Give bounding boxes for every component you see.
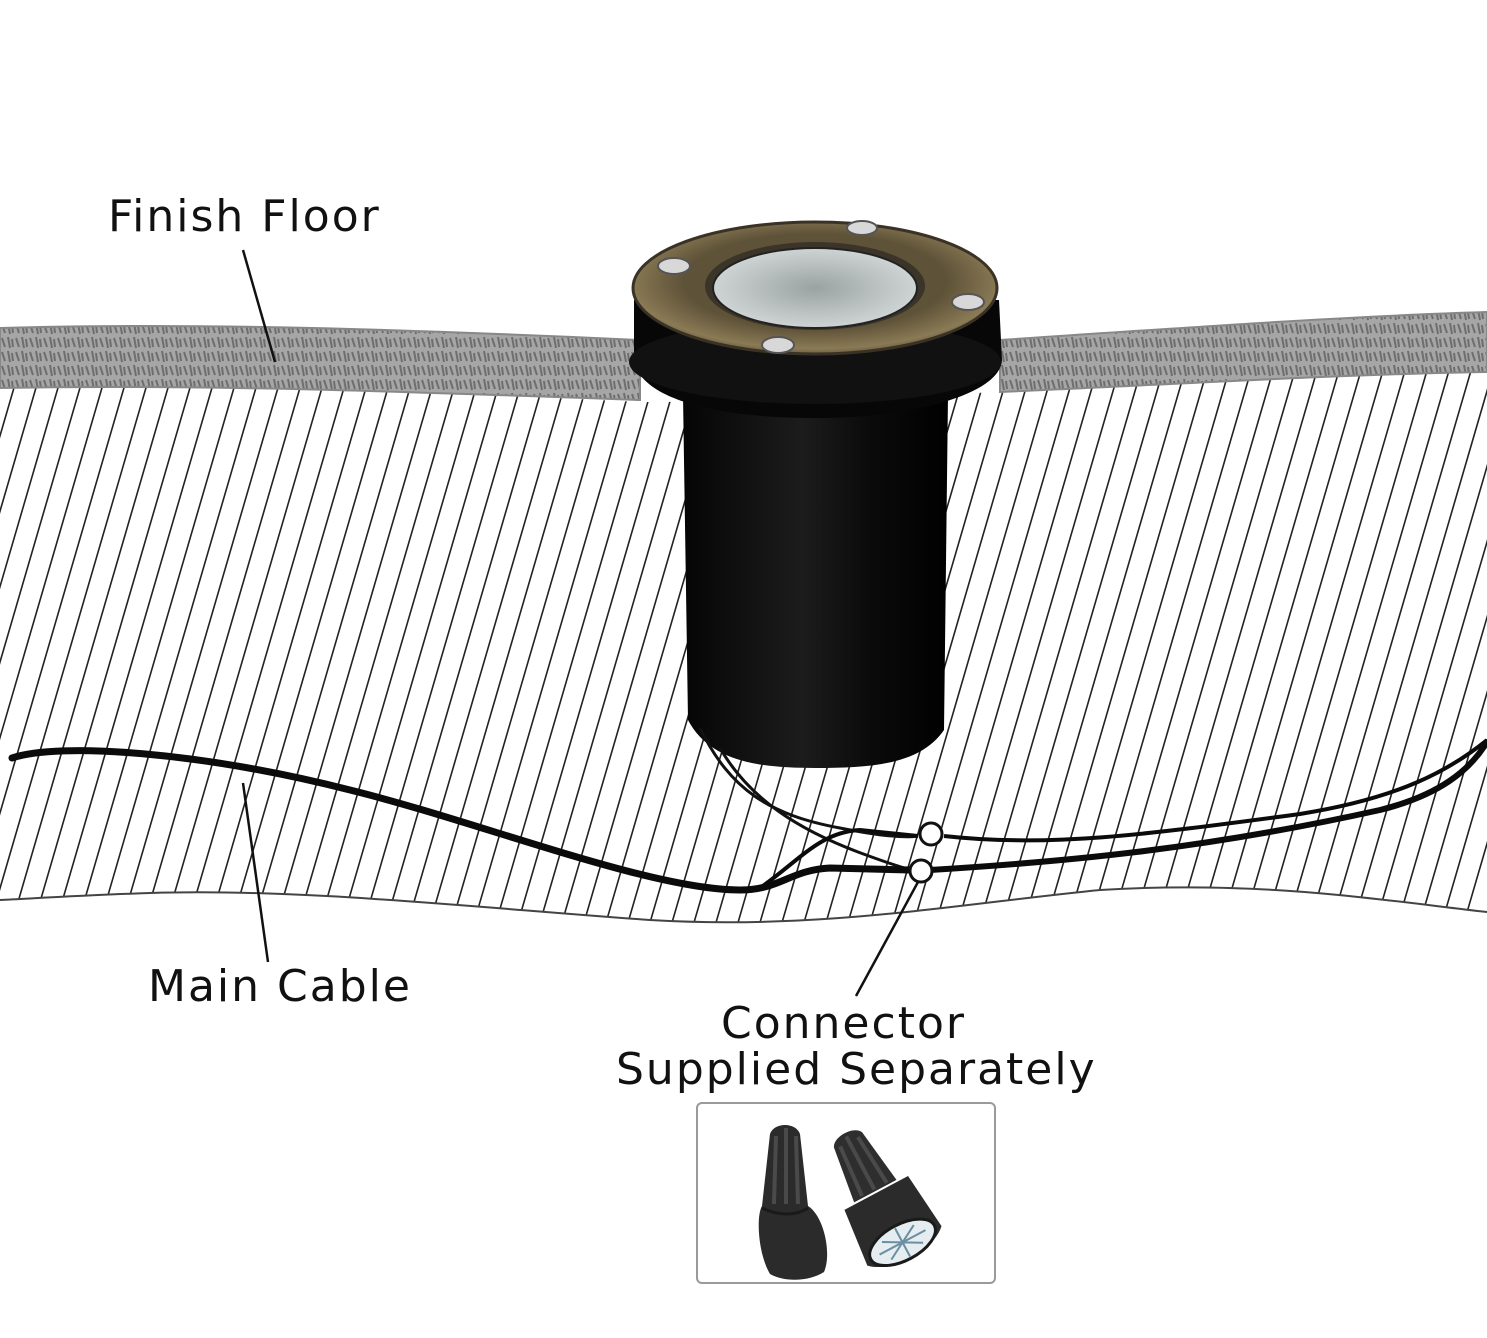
hatch-line (356, 350, 531, 950)
hatch-line (1302, 350, 1477, 950)
hatch-line (26, 350, 201, 950)
hatch-line (48, 350, 223, 950)
hatch-line (92, 350, 267, 950)
hatch-line (268, 350, 443, 950)
hatch-line (1104, 350, 1279, 950)
hatch-line (334, 350, 509, 950)
finish-floor-band-right (1000, 312, 1487, 392)
splice-point-upper (920, 823, 942, 845)
hatch-line (70, 350, 245, 950)
hatch-line (1192, 350, 1367, 950)
hatch-line (532, 350, 707, 950)
wire-nut-connector-icon (698, 1104, 996, 1284)
hatch-line (1368, 350, 1487, 950)
hatch-line (0, 350, 157, 950)
splice-point-lower (910, 860, 932, 882)
in-ground-well-light-icon (629, 221, 1002, 768)
hatch-line (1126, 350, 1301, 950)
hatch-line (0, 350, 91, 950)
hatch-line (1280, 350, 1455, 950)
hatch-line (1148, 350, 1323, 950)
hatch-line (422, 350, 597, 950)
hatch-line (0, 350, 3, 950)
hatch-line (1324, 350, 1487, 950)
finish-floor-label: Finish Floor (108, 195, 381, 239)
hatch-line (202, 350, 377, 950)
hatch-line (1412, 350, 1487, 950)
hatch-line (1082, 350, 1257, 950)
hatch-line (246, 350, 421, 950)
hatch-line (136, 350, 311, 950)
hatch-line (4, 350, 179, 950)
hatch-line (180, 350, 355, 950)
hatch-line (0, 350, 69, 950)
hatch-line (378, 350, 553, 950)
hatch-line (466, 350, 641, 950)
hatch-line (0, 350, 47, 950)
main-cable-label: Main Cable (148, 965, 412, 1009)
connector-inset-box (696, 1102, 996, 1284)
hatch-line (1258, 350, 1433, 950)
hatch-line (312, 350, 487, 950)
hatch-line (290, 350, 465, 950)
hatch-line (158, 350, 333, 950)
main-cable-branch (944, 740, 1487, 840)
finish-floor-band-left (0, 326, 640, 400)
hatch-line (1170, 350, 1345, 950)
connector-supplied-label: Supplied Separately (616, 1048, 1071, 1092)
hatch-line (400, 350, 575, 950)
hatch-line (1214, 350, 1389, 950)
hatch-line (114, 350, 289, 950)
hatch-line (224, 350, 399, 950)
hatch-line (1434, 350, 1487, 950)
connector-leader (856, 882, 918, 996)
hatch-line (1236, 350, 1411, 950)
connector-label: Connector (616, 1002, 1071, 1046)
